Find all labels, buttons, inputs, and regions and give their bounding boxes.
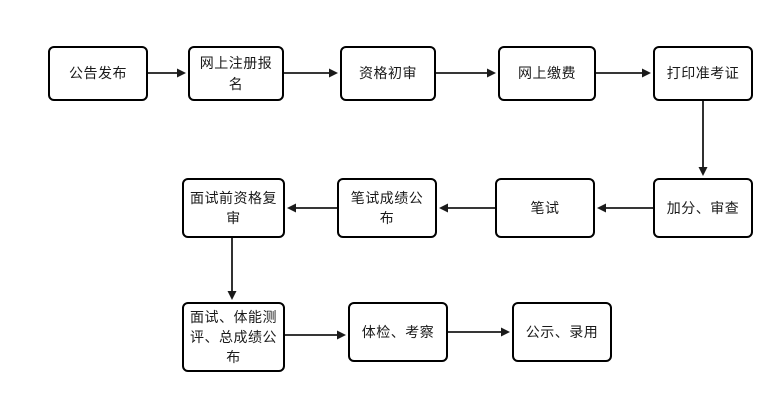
flow-edge-n11-to-n12 bbox=[448, 327, 510, 337]
arrowhead-icon bbox=[227, 291, 237, 300]
flow-node-label: 面试、体能测评、总成绩公布 bbox=[190, 308, 277, 366]
arrowhead-icon bbox=[597, 203, 606, 213]
flow-node-n8: 笔试成绩公布 bbox=[337, 178, 437, 238]
flow-edge-n2-to-n3 bbox=[284, 68, 338, 78]
flow-edge-n8-to-n9 bbox=[287, 203, 337, 213]
flow-node-n9: 面试前资格复审 bbox=[182, 178, 285, 238]
flow-edge-n9-to-n10 bbox=[227, 238, 237, 300]
flow-edge-n6-to-n7 bbox=[597, 203, 653, 213]
flow-edge-n10-to-n11 bbox=[285, 330, 346, 340]
flow-node-label: 网上缴费 bbox=[518, 65, 576, 82]
arrowhead-icon bbox=[287, 203, 296, 213]
flow-node-n3: 资格初审 bbox=[340, 46, 436, 101]
flow-node-n7: 笔试 bbox=[495, 178, 595, 238]
arrowhead-icon bbox=[337, 330, 346, 340]
flow-edge-n5-to-n6 bbox=[698, 101, 708, 176]
flow-node-label: 加分、审查 bbox=[666, 199, 740, 216]
flow-node-label: 笔试 bbox=[530, 199, 560, 216]
flow-node-n4: 网上缴费 bbox=[498, 46, 596, 101]
flow-node-n5: 打印准考证 bbox=[653, 46, 753, 101]
flow-node-label: 打印准考证 bbox=[666, 65, 740, 82]
flow-node-n2: 网上注册报名 bbox=[188, 46, 284, 101]
flow-node-n11: 体检、考察 bbox=[348, 302, 448, 362]
arrowhead-icon bbox=[487, 68, 496, 78]
flow-node-n12: 公示、录用 bbox=[512, 302, 612, 362]
flow-node-label: 体检、考察 bbox=[361, 323, 435, 340]
flow-edge-n7-to-n8 bbox=[439, 203, 495, 213]
arrowhead-icon bbox=[177, 68, 186, 78]
flow-node-label: 公告发布 bbox=[69, 65, 127, 82]
arrowhead-icon bbox=[642, 68, 651, 78]
arrowhead-icon bbox=[439, 203, 448, 213]
arrowhead-icon bbox=[329, 68, 338, 78]
flow-edge-n1-to-n2 bbox=[148, 68, 186, 78]
flow-node-n1: 公告发布 bbox=[48, 46, 148, 101]
flow-edge-n3-to-n4 bbox=[436, 68, 496, 78]
flow-node-n10: 面试、体能测评、总成绩公布 bbox=[182, 302, 285, 372]
arrowhead-icon bbox=[698, 167, 708, 176]
arrowhead-icon bbox=[501, 327, 510, 337]
flow-edge-n4-to-n5 bbox=[596, 68, 651, 78]
flow-node-label: 面试前资格复审 bbox=[190, 189, 277, 226]
flow-node-n6: 加分、审查 bbox=[653, 178, 753, 238]
flow-node-label: 公示、录用 bbox=[525, 323, 599, 340]
flow-node-label: 网上注册报名 bbox=[199, 55, 273, 92]
flow-node-label: 资格初审 bbox=[359, 65, 417, 82]
flow-node-label: 笔试成绩公布 bbox=[350, 189, 424, 226]
